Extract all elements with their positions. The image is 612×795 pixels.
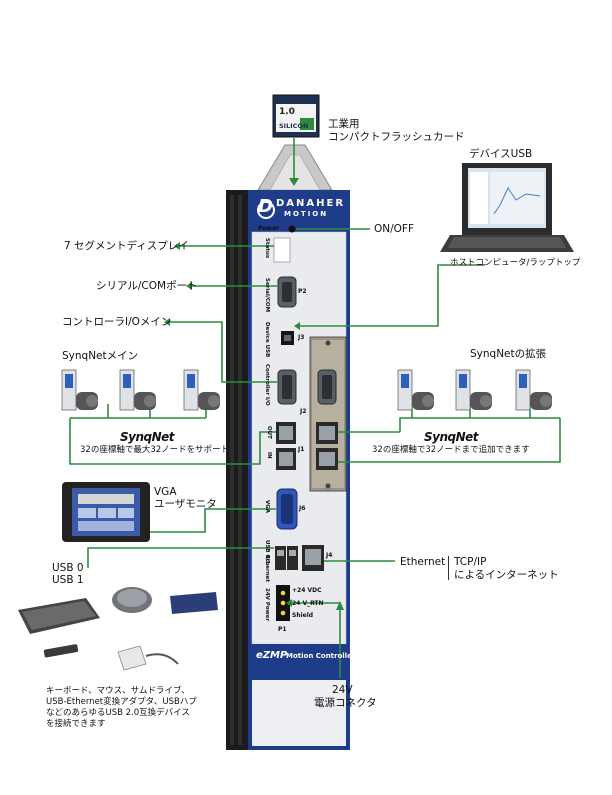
compact-flash-label: 工業用 コンパクトフラッシュカード <box>328 118 465 143</box>
serial-label: Serial/COM <box>264 278 270 313</box>
usb0-caption: USB 0 <box>52 562 84 574</box>
usb0-port <box>275 546 286 570</box>
usb-desc-line4: を接続できます <box>46 719 106 729</box>
laptop-image <box>440 163 574 252</box>
shield-label: Shield <box>292 612 314 619</box>
cf-card-size: 1.0 <box>279 107 295 117</box>
synqnet-logo-right: SynqNet <box>424 430 479 444</box>
synqnet-ext-caption: SynqNetの拡張 <box>470 348 547 360</box>
vga-monitor-image <box>62 482 150 542</box>
j6-label: J6 <box>299 505 306 512</box>
synqnet-ext-nodes <box>397 369 552 411</box>
tcpip-line2: によるインターネット <box>454 569 559 581</box>
usb1-port <box>287 546 298 570</box>
rtn-label: 24 V_RTN <box>292 600 324 607</box>
power-label: Power <box>258 225 280 232</box>
tcpip-divider <box>448 556 449 580</box>
usb-desc-line1: キーボード、マウス、サムドライブ、 <box>46 686 190 696</box>
device-usb-caption: デバイスUSB <box>469 148 533 160</box>
ethernet-device-label: Ethernet <box>264 555 270 583</box>
status-label: Status <box>264 238 270 259</box>
brand-sub: MOTION <box>284 210 329 218</box>
ethernet-caption: Ethernet <box>400 556 446 568</box>
usb1-caption: USB 1 <box>52 574 84 586</box>
user-monitor-caption: ユーザモニタ <box>154 498 217 510</box>
synqnet-logo-left: SynqNet <box>120 430 175 444</box>
synqnet-main-desc: 32の座標軸で最大32ノードをサポート <box>80 445 230 455</box>
controller-io-caption: コントローラI/Oメイン <box>62 316 172 328</box>
j4-label: J4 <box>326 552 333 559</box>
synqnet-main-caption: SynqNetメイン <box>62 350 139 362</box>
power-button <box>288 225 296 233</box>
usb-desc-line2: USB-Ethernet変換アダプタ、USBハブ <box>46 697 197 707</box>
usb-devices-image <box>18 587 218 671</box>
seven-segment-caption: 7 セグメントディスプレイ <box>64 240 189 252</box>
model-name: eZMP <box>256 650 288 661</box>
on-off-caption: ON/OFF <box>374 223 415 235</box>
heatsink <box>226 190 248 750</box>
v24-caption-line2: 電源コネクタ <box>314 697 377 709</box>
device-usb-label: Device USB <box>264 322 270 358</box>
vga-caption: VGA <box>154 486 177 498</box>
in-label: IN <box>266 452 272 459</box>
power24-device-label: 24V Power <box>264 588 270 622</box>
synqnet-main-nodes <box>61 369 220 411</box>
tcpip-line1: TCP/IP <box>454 556 487 568</box>
brand-name: DANAHER <box>276 198 346 209</box>
controller-io-label: Controller I/O <box>264 364 270 406</box>
vga-device-label: VGA <box>264 500 270 514</box>
j1-label: J1 <box>298 446 305 453</box>
p1-label: P1 <box>278 626 287 633</box>
host-computer-caption: ホストコンピュータ/ラップトップ <box>450 258 581 268</box>
v24-caption-line1: 24V <box>332 684 353 696</box>
out-label: OUT <box>266 426 272 439</box>
j2-label: J2 <box>300 408 307 415</box>
p2-label: P2 <box>298 288 307 295</box>
serial-com-caption: シリアル/COMポート <box>96 280 198 292</box>
model-subtitle: Motion Controller <box>286 652 356 660</box>
synqnet-ext-desc: 32の座標軸で32ノードまで追加できます <box>372 445 530 455</box>
usb-desc-line3: などのあらゆるUSB 2.0互換デバイス <box>46 708 190 718</box>
seven-segment-display <box>273 237 291 263</box>
brand-logo-symbol: D <box>258 196 273 217</box>
cf-card-brand: SILICON <box>279 122 309 130</box>
j3-label: J3 <box>298 334 305 341</box>
plus24-label: +24 VDC <box>292 587 322 594</box>
